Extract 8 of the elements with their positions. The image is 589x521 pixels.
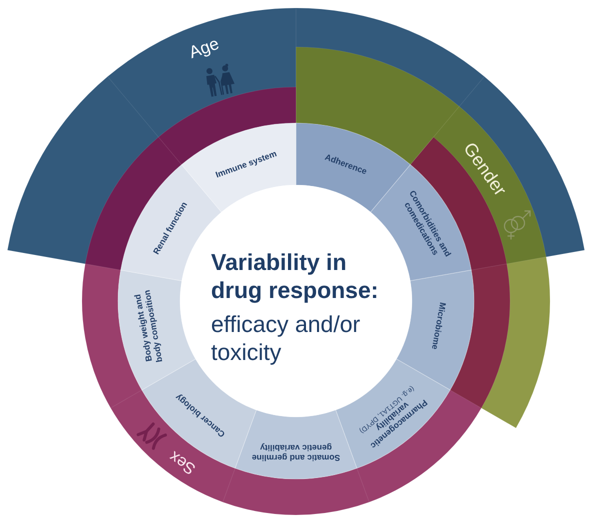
segment-label: Body weight and body composition — [132, 288, 166, 366]
center-title: Variability in drug response: — [211, 248, 380, 304]
band-label: Sex — [167, 448, 199, 477]
segment-label: Microbiome — [428, 300, 449, 353]
band-label: Age — [186, 35, 222, 62]
ring-band — [82, 87, 510, 515]
center-subtitle: efficacy and/or toxicity — [211, 310, 362, 366]
segment-label: Somatic and germline genetic variability — [250, 443, 342, 463]
